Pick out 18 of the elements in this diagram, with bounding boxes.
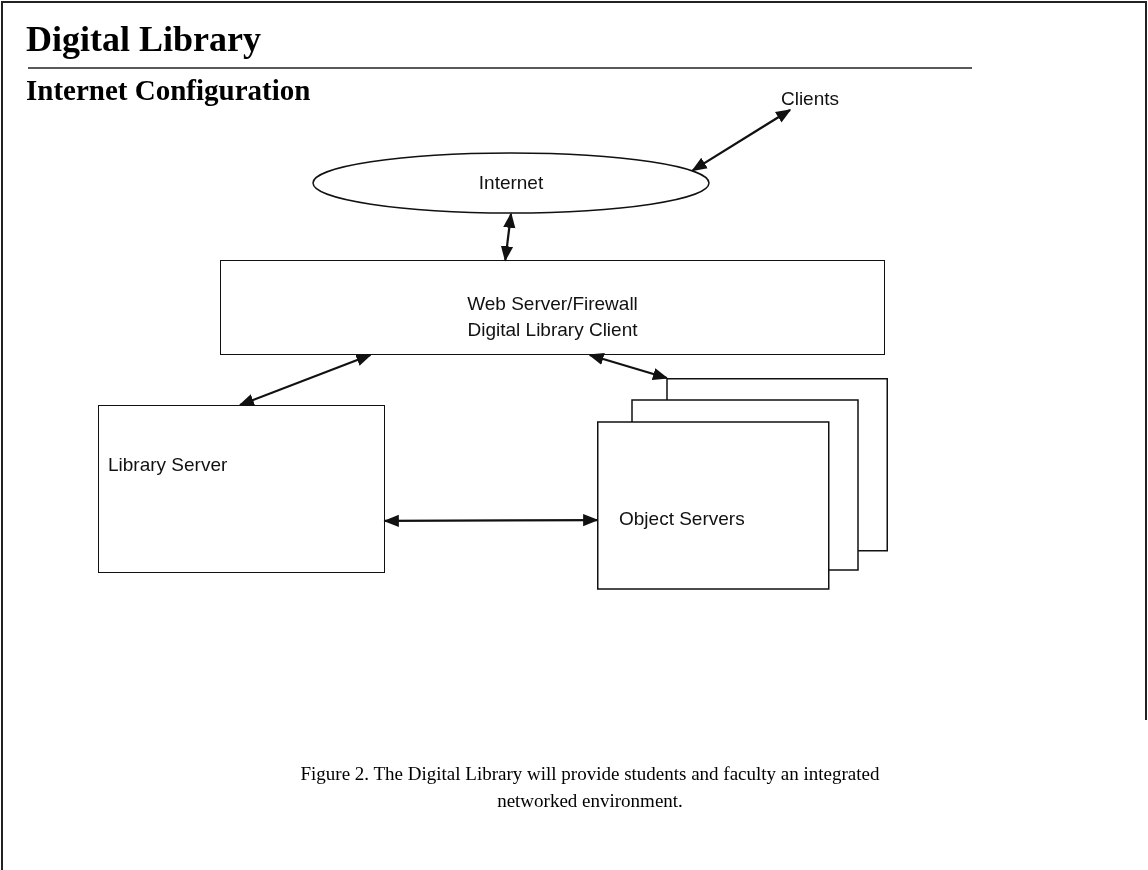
double-arrow — [588, 353, 669, 380]
stacked-server-boxes — [597, 378, 888, 590]
server-box — [98, 405, 385, 573]
server-box — [220, 260, 885, 355]
subtitle: Internet Configuration — [26, 74, 311, 107]
double-arrow — [383, 513, 599, 527]
node-text: Internet — [478, 171, 544, 195]
node-text: Web Server/Firewall — [466, 292, 639, 316]
node-text: Library Server — [108, 453, 228, 477]
node-text: Clients — [779, 87, 841, 111]
node-text: Digital Library Client — [466, 318, 639, 342]
network-ellipse — [312, 152, 710, 214]
double-arrow — [691, 109, 792, 172]
double-arrow — [238, 353, 372, 407]
title: Digital Library — [26, 18, 261, 60]
double-arrow — [500, 212, 516, 262]
node-text: Object Servers — [619, 507, 745, 531]
figure-caption: Figure 2. The Digital Library will provide students and faculty an integrated networked environment. — [299, 762, 881, 813]
